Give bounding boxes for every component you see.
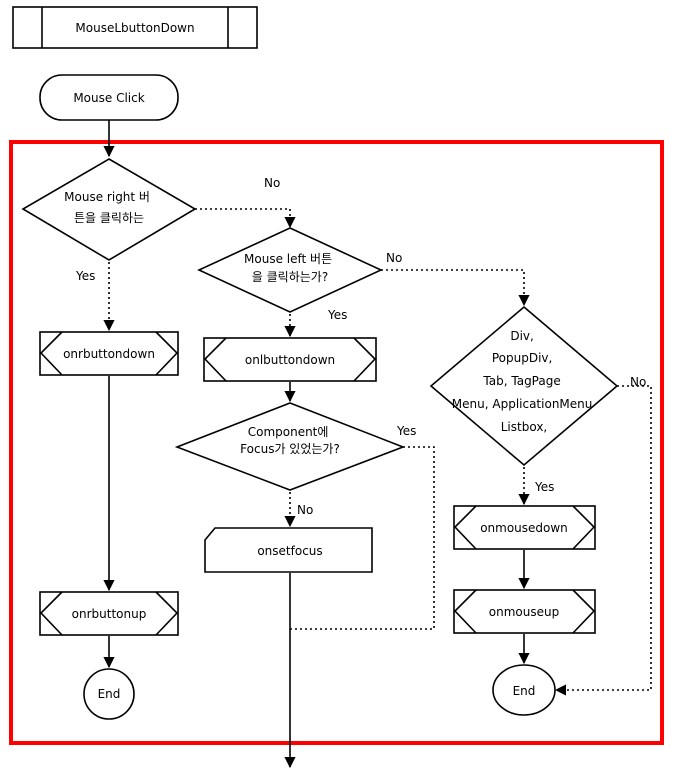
process-onmousedown: onmousedown [453, 505, 596, 550]
svg-text:onmousedown: onmousedown [480, 521, 568, 535]
decision-mouse-right-label: Mouse right 버 튼을 클릭하는 [64, 190, 154, 225]
header-title: MouseLbuttonDown [75, 21, 194, 35]
start-terminal: Mouse Click [39, 74, 179, 121]
decision-container-type: Div, PopupDiv, Tab, TagPage Menu, Applic… [429, 305, 619, 467]
decision-component-focus-label: Component에 Focus가 있었는가? [240, 425, 340, 456]
process-onlbuttondown: onlbuttondown [203, 337, 377, 382]
svg-text:onrbuttondown: onrbuttondown [63, 347, 155, 361]
end-terminal-right: End [492, 664, 556, 716]
start-label: Mouse Click [73, 91, 144, 105]
decision-mouse-left-label: Mouse left 버튼 을 클릭하는가? [244, 252, 336, 284]
process-onrbuttondown: onrbuttondown [39, 331, 179, 376]
svg-text:End: End [98, 687, 121, 701]
decision-container-type-label: Div, PopupDiv, Tab, TagPage Menu, Applic… [452, 329, 596, 434]
edge-label-right-yes: Yes [75, 269, 95, 283]
svg-text:End: End [513, 684, 536, 698]
edge-label-focus-yes: Yes [396, 424, 416, 438]
decision-mouse-right: Mouse right 버 튼을 클릭하는 [21, 158, 197, 261]
highlight-frame [9, 140, 664, 745]
end-terminal-left: End [83, 668, 135, 720]
edge-label-focus-no: No [297, 503, 313, 517]
connector-focus-yes [290, 446, 435, 630]
edge-label-right-no: No [264, 176, 280, 190]
edge-label-container-yes: Yes [534, 480, 554, 494]
svg-text:onsetfocus: onsetfocus [257, 544, 322, 558]
svg-text:onmouseup: onmouseup [489, 605, 559, 619]
process-onrbuttonup: onrbuttonup [39, 591, 179, 636]
process-onmouseup: onmouseup [453, 589, 596, 634]
svg-text:onrbuttonup: onrbuttonup [72, 607, 147, 621]
edge-label-left-yes: Yes [327, 308, 347, 322]
edge-label-container-no: No [630, 375, 646, 389]
edge-label-left-no: No [386, 251, 402, 265]
connector-container-no [554, 385, 652, 696]
decision-mouse-left: Mouse left 버튼 을 클릭하는가? [197, 227, 383, 313]
header-box: MouseLbuttonDown [12, 6, 258, 49]
svg-text:onlbuttondown: onlbuttondown [245, 353, 335, 367]
connector-left-no [381, 269, 530, 307]
decision-component-focus: Component에 Focus가 있었는가? [174, 402, 406, 491]
process-onsetfocus: onsetfocus [204, 527, 373, 573]
connector-right-no [195, 208, 296, 229]
